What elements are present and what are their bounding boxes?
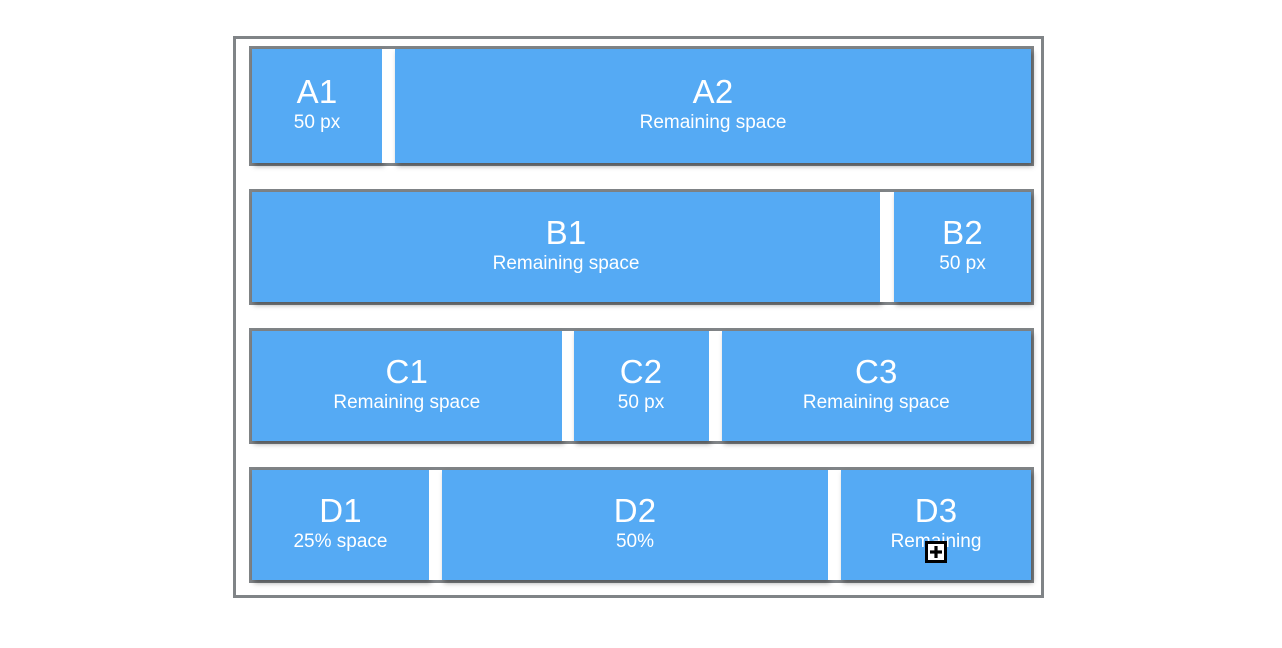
flex-box-a2[interactable]: A2 Remaining space xyxy=(395,49,1031,163)
flex-gap-c1-c2 xyxy=(561,331,574,441)
flex-box-b2[interactable]: B2 50 px xyxy=(894,192,1031,302)
flex-box-a2-subtitle: Remaining space xyxy=(639,111,787,133)
flex-box-b1-title: B1 xyxy=(545,213,587,251)
flex-box-d3[interactable]: D3 Remaining xyxy=(841,470,1031,580)
flex-box-d1-title: D1 xyxy=(319,491,362,529)
flex-box-c3[interactable]: C3 Remaining space xyxy=(721,331,1031,441)
flex-row-a: A1 50 px A2 Remaining space xyxy=(249,46,1034,166)
flex-rows-stack: A1 50 px A2 Remaining space B1 Remaining… xyxy=(249,43,1034,583)
flex-gap-d2-d3 xyxy=(828,470,841,580)
flex-box-b1[interactable]: B1 Remaining space xyxy=(252,192,880,302)
flex-row-c: C1 Remaining space C2 50 px C3 Remaining… xyxy=(249,328,1034,444)
flex-row-d: D1 25% space D2 50% D3 Remaining xyxy=(249,467,1034,583)
flex-box-d3-subtitle: Remaining xyxy=(890,530,982,552)
flex-box-d2-subtitle: 50% xyxy=(615,530,655,552)
flexbox-demo-frame: A1 50 px A2 Remaining space B1 Remaining… xyxy=(233,36,1044,598)
flex-box-d3-title: D3 xyxy=(914,491,958,529)
flex-box-d2-title: D2 xyxy=(613,491,657,529)
flex-box-a1[interactable]: A1 50 px xyxy=(252,49,382,163)
flex-box-b2-title: B2 xyxy=(942,213,983,251)
flex-box-a2-title: A2 xyxy=(692,72,734,110)
flex-row-b: B1 Remaining space B2 50 px xyxy=(249,189,1034,305)
flex-box-d1-subtitle: 25% space xyxy=(293,530,388,552)
flex-gap-d1-d2 xyxy=(429,470,442,580)
flex-box-d1[interactable]: D1 25% space xyxy=(252,470,429,580)
flex-box-a1-title: A1 xyxy=(296,72,338,110)
flex-box-a1-subtitle: 50 px xyxy=(293,111,341,133)
flex-box-b2-subtitle: 50 px xyxy=(939,252,986,274)
flex-box-c2-title: C2 xyxy=(619,352,663,390)
flex-box-c2-subtitle: 50 px xyxy=(617,391,665,413)
flex-box-c3-subtitle: Remaining space xyxy=(802,391,950,413)
flex-box-d2[interactable]: D2 50% xyxy=(442,470,828,580)
flex-box-c1-title: C1 xyxy=(385,352,429,390)
flex-box-c3-title: C3 xyxy=(854,352,898,390)
flex-gap-a1-a2 xyxy=(382,49,395,163)
flex-gap-b1-b2 xyxy=(880,192,894,302)
flex-gap-c2-c3 xyxy=(708,331,722,441)
flex-box-c1-subtitle: Remaining space xyxy=(333,391,481,413)
flex-box-c2[interactable]: C2 50 px xyxy=(573,331,709,441)
flex-box-b1-subtitle: Remaining space xyxy=(492,252,640,274)
flex-box-c1[interactable]: C1 Remaining space xyxy=(252,331,562,441)
